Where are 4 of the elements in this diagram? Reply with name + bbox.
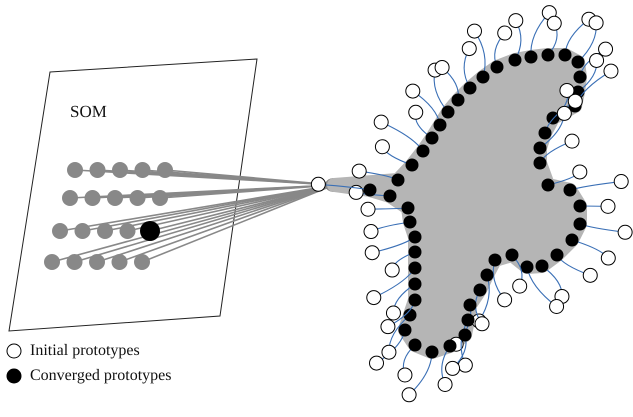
legend-label: Initial prototypes bbox=[30, 342, 140, 360]
legend-label: Converged prototypes bbox=[30, 367, 172, 385]
grid-title: SOM bbox=[70, 102, 107, 122]
som-grid-plane bbox=[8, 58, 258, 332]
